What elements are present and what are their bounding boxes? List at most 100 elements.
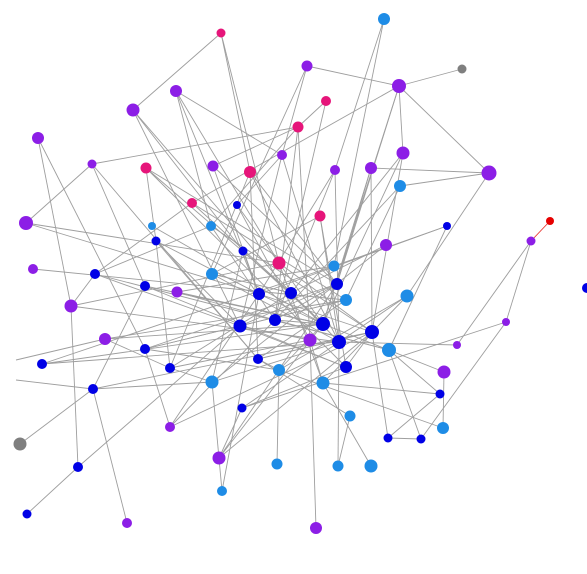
graph-node[interactable] [122,518,132,528]
graph-edge [388,349,422,440]
graph-edge [420,321,507,440]
graph-node[interactable] [28,264,38,274]
graph-node[interactable] [502,318,510,326]
graph-node[interactable] [292,121,304,133]
graph-node[interactable] [321,96,331,106]
graph-node[interactable] [394,180,406,192]
graph-node[interactable] [272,256,286,270]
graph-edge [278,262,373,333]
graph-node[interactable] [88,384,98,394]
graph-node[interactable] [253,288,265,300]
graph-node[interactable] [237,403,247,413]
graph-node[interactable] [151,236,161,246]
graph-node[interactable] [90,269,100,279]
graph-node[interactable] [207,160,219,172]
graph-node[interactable] [205,375,219,389]
graph-node[interactable] [310,522,322,534]
graph-node[interactable] [546,217,554,225]
graph-node[interactable] [233,201,241,209]
graph-node[interactable] [187,198,197,208]
graph-node[interactable] [233,319,247,333]
graph-node[interactable] [64,299,78,313]
graph-edge [175,90,260,295]
graph-node[interactable] [73,462,83,472]
graph-edge [211,381,223,492]
graph-node[interactable] [19,216,33,230]
graph-node[interactable] [140,162,152,174]
graph-edge [456,240,532,346]
graph-node[interactable] [365,325,379,339]
graph-node[interactable] [37,359,47,369]
graph-node[interactable] [400,289,414,303]
graph-node[interactable] [392,79,406,93]
graph-node[interactable] [273,364,285,376]
graph-node[interactable] [340,361,352,373]
graph-node[interactable] [301,60,313,72]
graph-node[interactable] [331,278,343,290]
graph-node[interactable] [212,451,226,465]
node-layer [13,13,554,534]
graph-node[interactable] [206,221,216,231]
graph-node[interactable] [99,333,111,345]
graph-node[interactable] [32,132,44,144]
graph-edge [322,295,408,384]
graph-node[interactable] [126,103,140,117]
graph-node[interactable] [244,166,256,178]
graph-node[interactable] [437,365,451,379]
graph-node[interactable] [443,222,451,230]
graph-edge [26,466,79,515]
graph-node[interactable] [13,437,27,451]
graph-node[interactable] [378,13,390,25]
graph-node[interactable] [165,363,175,373]
graph-node[interactable] [314,210,326,222]
graph-node[interactable] [303,333,317,347]
graph-node[interactable] [330,165,340,175]
graph-node[interactable] [140,344,150,354]
graph-node[interactable] [457,64,467,74]
graph-node[interactable] [332,335,346,349]
graph-node[interactable] [437,422,449,434]
graph-edge [406,172,490,297]
graph-node[interactable] [170,85,182,97]
graph-edge [387,437,422,440]
graph-node[interactable] [217,486,227,496]
graph-node[interactable] [383,433,393,443]
graph-edge [274,319,324,325]
graph-node[interactable] [140,281,150,291]
graph-node[interactable] [171,286,183,298]
graph-node[interactable] [332,460,344,472]
graph-node[interactable] [364,459,378,473]
graph-edge [322,382,441,395]
graph-node[interactable] [328,260,340,272]
graph-node[interactable] [148,222,156,230]
graph-node[interactable] [481,165,497,181]
graph-node[interactable] [165,422,175,432]
graph-node[interactable] [344,410,356,422]
graph-node[interactable] [316,376,330,390]
graph-node[interactable] [238,246,248,256]
graph-edge [94,202,193,275]
graph-node[interactable] [271,458,283,470]
graph-node[interactable] [216,28,226,38]
graph-node[interactable] [277,150,287,160]
graph-node[interactable] [453,341,461,349]
graph-node[interactable] [435,389,445,399]
graph-node[interactable] [285,287,297,299]
graph-node[interactable] [316,317,330,331]
graph-node[interactable] [22,509,32,519]
graph-node[interactable] [206,268,218,280]
graph-node[interactable] [396,146,410,160]
graph-node[interactable] [416,434,426,444]
graph-edge [236,204,311,341]
graph-node[interactable] [526,236,536,246]
graph-node[interactable] [340,294,352,306]
graph-node[interactable] [253,354,263,364]
graph-node[interactable] [269,314,281,326]
graph-edge [92,381,213,390]
graph-node[interactable] [380,239,392,251]
graph-node[interactable] [382,343,396,357]
graph-edge [278,295,408,371]
graph-node[interactable] [87,159,97,169]
graph-edge [278,369,444,429]
graph-node[interactable] [365,162,377,174]
